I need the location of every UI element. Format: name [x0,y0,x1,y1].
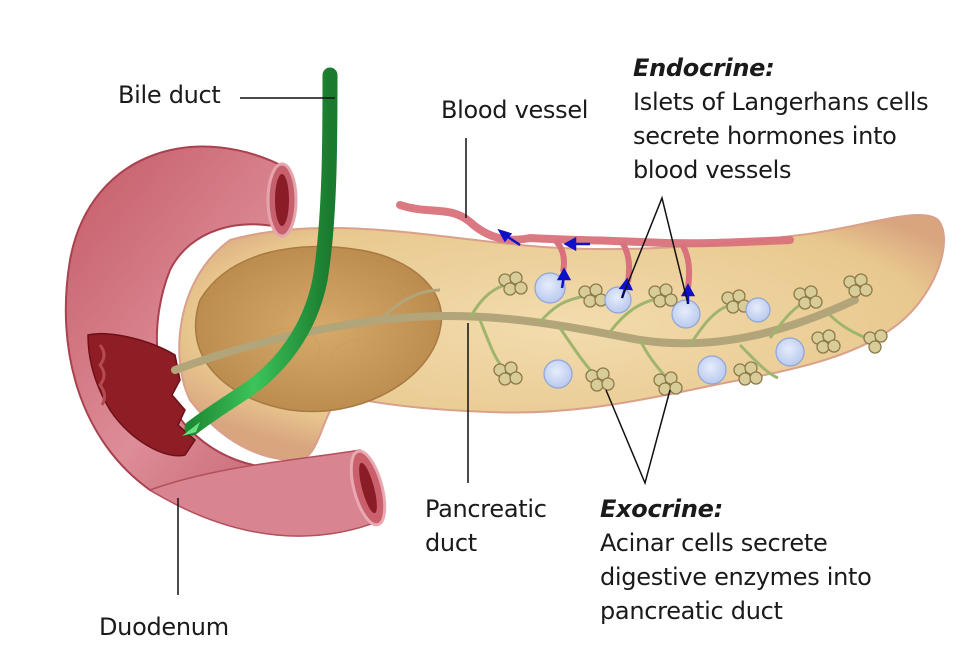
label-exocrine: Exocrine: Acinar cells secrete digestive… [600,492,872,628]
label-bile-duct: Bile duct [118,78,221,112]
label-pancreatic-duct: Pancreatic duct [425,492,547,560]
exocrine-line: Acinar cells secrete [600,529,828,557]
islet [697,355,727,385]
label-duodenum: Duodenum [99,610,229,644]
label-endocrine: Endocrine: Islets of Langerhans cells se… [633,51,929,187]
acinar-cluster [585,367,615,392]
endocrine-heading: Endocrine: [633,54,775,82]
acinar-cluster [811,329,841,354]
islet [775,337,805,367]
endocrine-line: Islets of Langerhans cells [633,88,929,116]
islet [534,272,566,304]
leader-endocrine [621,195,689,305]
bile-duct [184,67,338,436]
duodenum-interior [87,332,196,457]
acinar-cluster [733,361,763,386]
acinar-cluster [578,283,608,308]
islet [671,299,701,329]
label-duodenum-text: Duodenum [99,613,229,641]
acinar-cluster [498,271,528,296]
label-blood-vessel-text: Blood vessel [441,96,589,124]
acinar-cluster [793,285,823,310]
acinar-cluster [493,361,523,386]
pancreatic-duct-line: duct [425,529,477,557]
islet [604,286,632,314]
endocrine-line: blood vessels [633,156,792,184]
islet [745,297,771,323]
blood-vessel [396,201,794,248]
exocrine-line: pancreatic duct [600,597,783,625]
acinar-cluster [653,371,683,396]
exocrine-line: digestive enzymes into [600,563,872,591]
label-blood-vessel: Blood vessel [441,93,588,127]
acinar-cluster [648,283,678,308]
label-bile-duct-text: Bile duct [118,81,221,109]
duodenum-inner-folds [98,344,107,406]
pancreatic-duct [171,296,859,374]
bile-flow-arrow-icon [182,422,200,436]
leader-exocrine [605,389,671,486]
acinar-cluster [843,273,873,298]
leader-lines [177,97,689,595]
islet [543,359,573,389]
endocrine-line: secrete hormones into [633,122,897,150]
pancreatic-duct-line: Pancreatic [425,495,547,523]
acinar-cells [493,271,888,396]
islets-of-langerhans [534,272,805,389]
exocrine-heading: Exocrine: [600,495,723,523]
acinar-cluster [863,329,888,354]
acinar-cluster [721,289,751,314]
